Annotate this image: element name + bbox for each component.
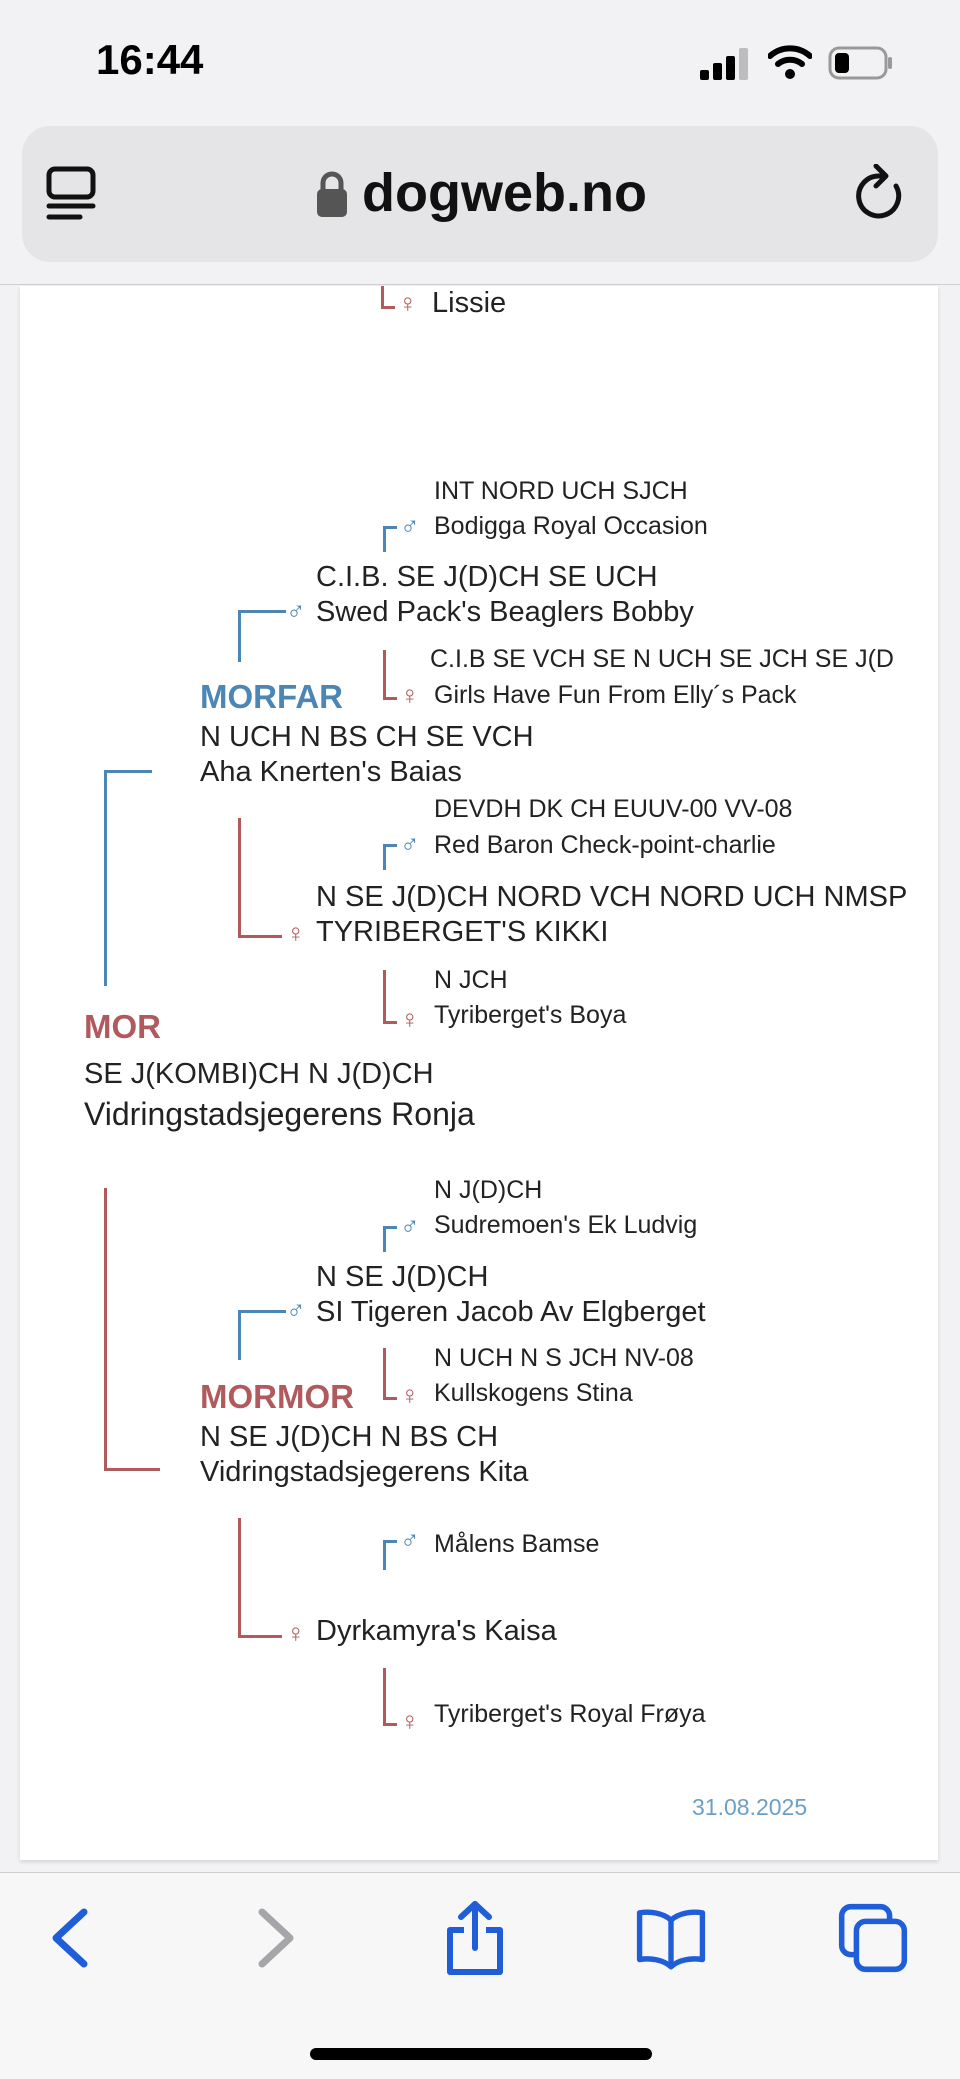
pedigree-connector [383, 1348, 386, 1400]
pedigree-connector [383, 844, 386, 870]
dog-name[interactable]: Dyrkamyra's Kaisa [316, 1615, 557, 1647]
dog-titles: N J(D)CH [434, 1176, 543, 1204]
dog-name[interactable]: Kullskogens Stina [434, 1379, 633, 1407]
dog-name[interactable]: TYRIBERGET'S KIKKI [316, 916, 609, 948]
tabs-icon[interactable] [838, 1900, 908, 1976]
dog-name-lissie[interactable]: Lissie [432, 287, 507, 319]
female-icon: ♀ [286, 918, 306, 948]
female-icon: ♀ [398, 288, 418, 318]
dog-titles: N SE J(D)CH N BS CH [200, 1421, 499, 1453]
dog-name[interactable]: Tyriberget's Royal Frøya [434, 1700, 706, 1728]
status-time: 16:44 [96, 36, 204, 83]
pedigree-connector [383, 1021, 397, 1024]
print-date: 31.08.2025 [692, 1794, 808, 1820]
pedigree-connector [104, 1188, 107, 1470]
pedigree-connector [383, 1226, 397, 1229]
dog-name[interactable]: SI Tigeren Jacob Av Elgberget [316, 1296, 706, 1328]
pedigree-connector [383, 1540, 386, 1570]
dog-name[interactable]: Aha Knerten's Baias [200, 756, 462, 788]
pedigree-connector [383, 1723, 397, 1726]
dog-name[interactable]: Swed Pack's Beaglers Bobby [316, 596, 694, 628]
male-icon: ♂ [286, 1294, 306, 1324]
role-mormor: MORMOR [200, 1378, 354, 1415]
pedigree-connector [238, 1635, 282, 1638]
male-icon: ♂ [286, 595, 306, 625]
dog-titles: N SE J(D)CH NORD VCH NORD UCH NMSP [316, 881, 906, 913]
role-mor: MOR [84, 1008, 161, 1045]
pedigree-connector [383, 526, 397, 529]
dog-titles: C.I.B SE VCH SE N UCH SE JCH SE J(D [430, 645, 894, 673]
dog-name[interactable]: Red Baron Check-point-charlie [434, 831, 776, 859]
pedigree-page [20, 286, 938, 1860]
dog-name[interactable]: Girls Have Fun From Elly´s Pack [434, 681, 797, 709]
pedigree-connector [383, 650, 386, 700]
dog-titles: N UCH N BS CH SE VCH [200, 721, 534, 753]
pedigree-connector [104, 1468, 160, 1471]
pedigree-connector [104, 770, 152, 773]
dog-titles: DEVDH DK CH EUUV-00 VV-08 [434, 795, 793, 823]
dog-titles: N JCH [434, 966, 508, 994]
dog-name[interactable]: Sudremoen's Ek Ludvig [434, 1211, 698, 1239]
page-menu-icon[interactable] [46, 166, 96, 222]
pedigree-connector [383, 970, 386, 1024]
wifi-icon [768, 45, 812, 79]
female-icon: ♀ [400, 1004, 420, 1034]
forward-icon[interactable] [240, 1900, 310, 1976]
pedigree-connector [383, 844, 397, 847]
role-morfar: MORFAR [200, 678, 343, 715]
browser-toolbar [0, 1872, 960, 2079]
dog-name[interactable]: Vidringstadsjegerens Kita [200, 1456, 529, 1488]
dog-name[interactable]: Målens Bamse [434, 1530, 600, 1558]
pedigree-connector [238, 610, 286, 613]
pedigree-connector [381, 306, 395, 309]
address-bar[interactable] [22, 126, 938, 262]
pedigree-connector [383, 1397, 397, 1400]
dog-name[interactable]: Bodigga Royal Occasion [434, 512, 708, 540]
pedigree-connector [238, 1310, 286, 1313]
pedigree-connector [383, 1540, 397, 1543]
female-icon: ♀ [286, 1618, 306, 1648]
pedigree-connector [238, 818, 241, 938]
dog-titles: N SE J(D)CH [316, 1261, 489, 1293]
female-icon: ♀ [400, 1706, 420, 1736]
dog-name[interactable]: Vidringstadsjegerens Ronja [84, 1096, 475, 1132]
pedigree-connector [238, 1518, 241, 1638]
battery-icon [828, 46, 892, 80]
dog-titles: INT NORD UCH SJCH [434, 477, 688, 505]
dog-titles: N UCH N S JCH NV-08 [434, 1344, 694, 1372]
reload-icon[interactable] [852, 164, 908, 224]
male-icon: ♂ [400, 510, 420, 540]
toolbar-divider [0, 284, 960, 285]
dog-titles: C.I.B. SE J(D)CH SE UCH [316, 561, 658, 593]
dog-name[interactable]: Tyriberget's Boya [434, 1001, 627, 1029]
male-icon: ♂ [400, 828, 420, 858]
pedigree-connector [383, 1668, 386, 1726]
share-icon[interactable] [440, 1900, 510, 1976]
pedigree-connector [383, 697, 397, 700]
pedigree-connector [238, 935, 282, 938]
dog-titles: SE J(KOMBI)CH N J(D)CH [84, 1058, 434, 1090]
url-text[interactable]: dogweb.no [362, 163, 647, 223]
pedigree-connector [104, 770, 107, 986]
female-icon: ♀ [400, 1380, 420, 1410]
male-icon: ♂ [400, 1524, 420, 1554]
home-indicator [310, 2048, 652, 2060]
bookmarks-icon[interactable] [636, 1900, 706, 1976]
back-icon[interactable] [36, 1900, 106, 1976]
pedigree-connector [381, 286, 384, 308]
pedigree-connector [238, 1310, 241, 1360]
female-icon: ♀ [400, 680, 420, 710]
cellular-signal-icon [700, 48, 748, 80]
pedigree-connector [383, 1226, 386, 1252]
pedigree-connector [238, 610, 241, 662]
pedigree-connector [383, 526, 386, 552]
lock-icon [317, 171, 347, 217]
male-icon: ♂ [400, 1210, 420, 1240]
